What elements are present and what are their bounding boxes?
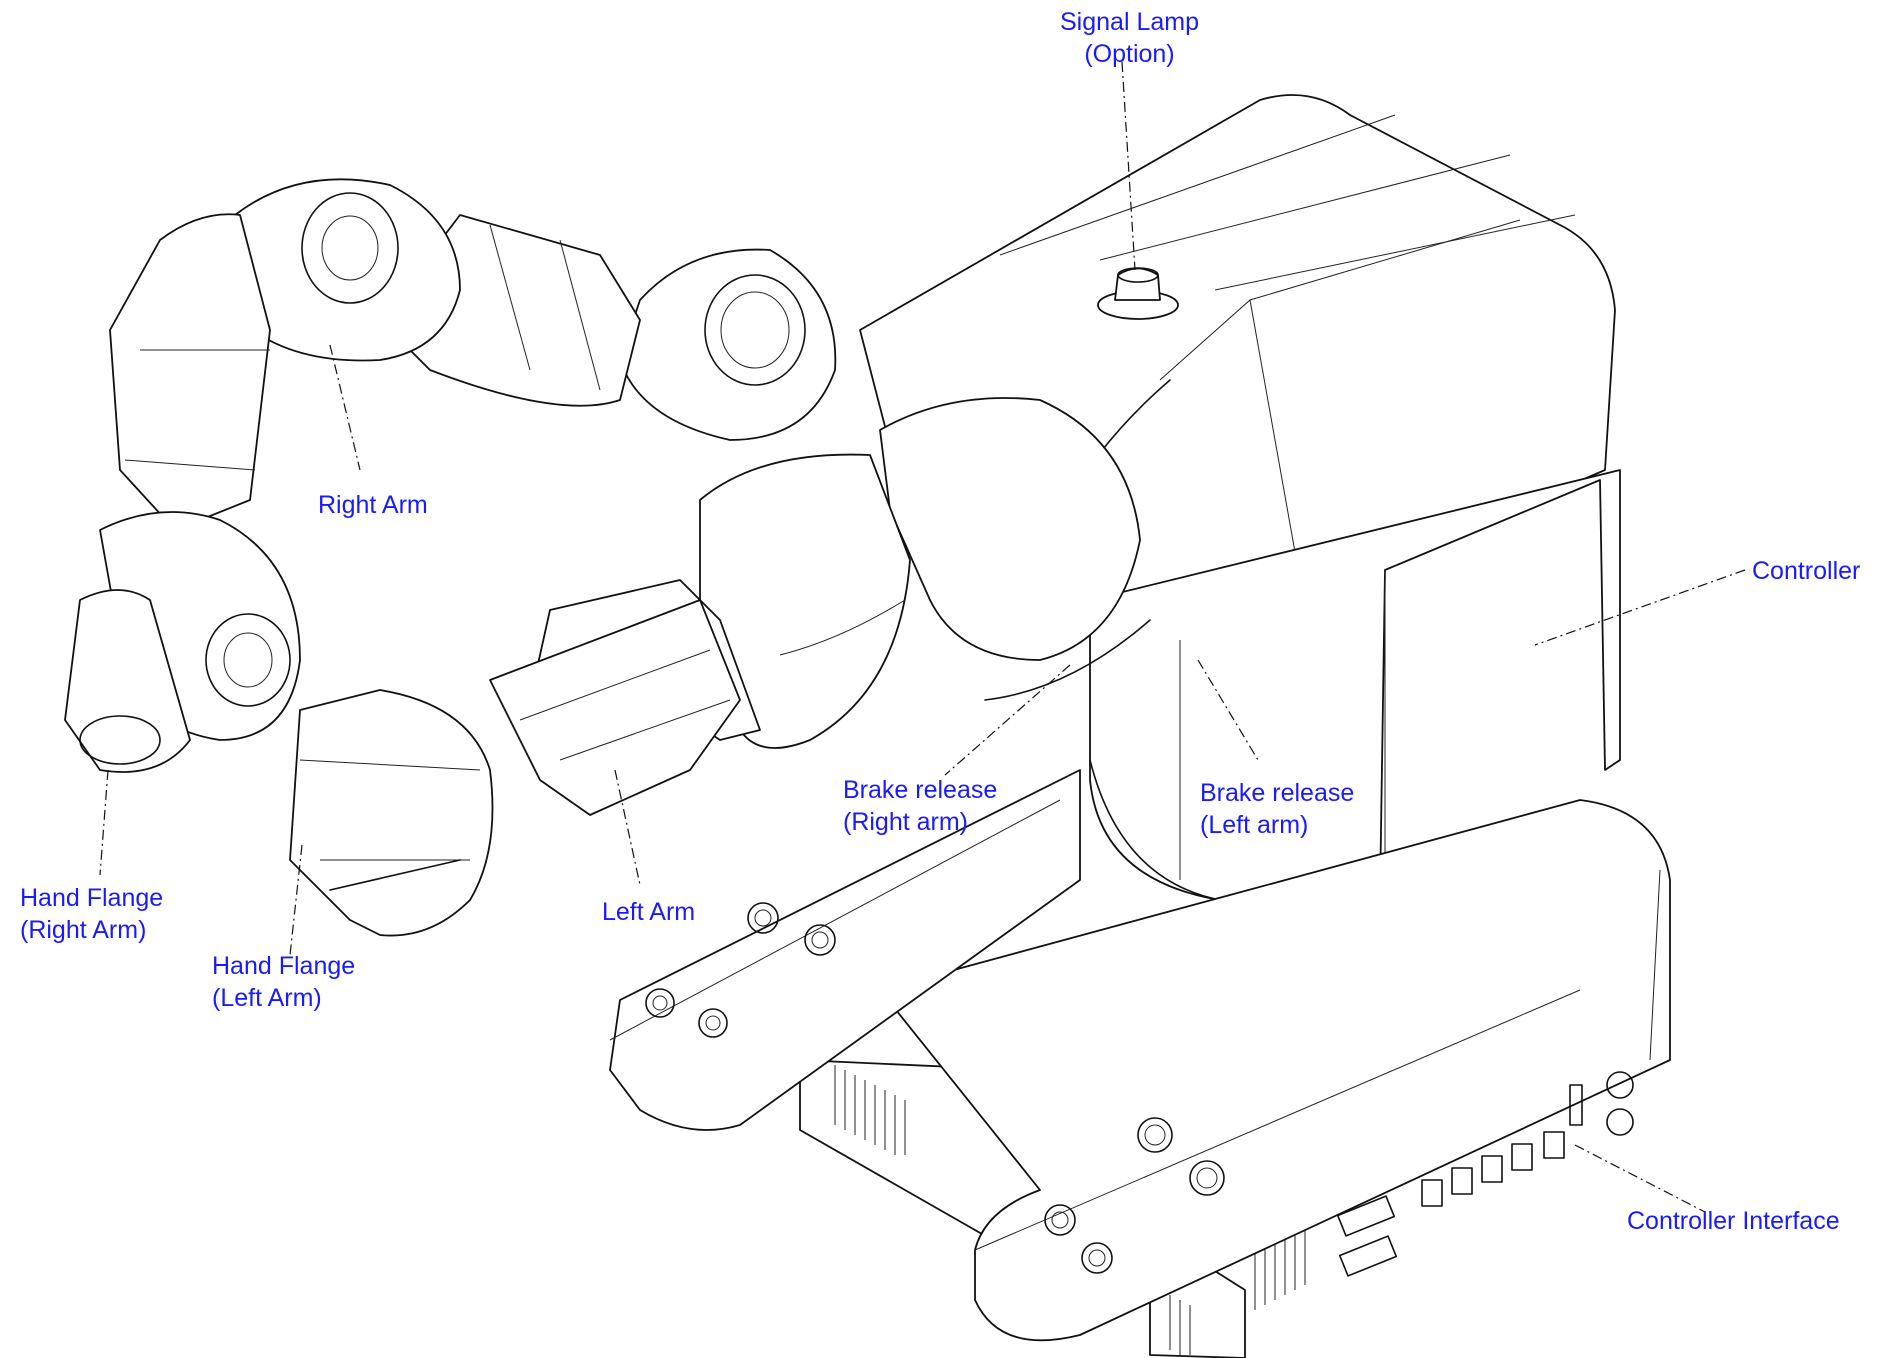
brake-release-left-label: Brake release (Left arm) [1200, 777, 1354, 841]
right-arm-label-line1: Right Arm [318, 491, 428, 519]
base-foot-right [879, 799, 1671, 1342]
hand-flange-left-label: Hand Flange (Left Arm) [212, 950, 355, 1014]
signal-lamp-label-line1: Signal Lamp [1060, 8, 1199, 36]
signal-lamp-label: Signal Lamp (Option) [1060, 6, 1199, 70]
hand-flange-left-label-line1: Hand Flange [212, 952, 356, 980]
brake-release-left-label-line2: (Left arm) [1200, 811, 1309, 839]
right-arm-drawing [64, 178, 837, 773]
controller-label-line1: Controller [1752, 557, 1861, 585]
controller-interface-label: Controller Interface [1627, 1205, 1840, 1237]
brake-release-right-label: Brake release (Right arm) [843, 774, 997, 838]
signal-lamp-label-line2: (Option) [1084, 40, 1175, 68]
leader-lines [99, 61, 1746, 1213]
brake-release-right-label-line1: Brake release [843, 776, 998, 804]
left-arm-label-line1: Left Arm [602, 898, 696, 926]
controller-interface-label-line1: Controller Interface [1627, 1207, 1840, 1235]
signal-lamp [1097, 267, 1179, 320]
hand-flange-right-label-line2: (Right Arm) [20, 916, 147, 944]
base-foot-left [609, 769, 1081, 1131]
hand-flange-right-label-line1: Hand Flange [20, 884, 164, 912]
left-arm-drawing [289, 397, 1151, 937]
controller-interface-panel [1336, 1071, 1634, 1277]
hand-flange-right-label: Hand Flange (Right Arm) [20, 882, 163, 946]
right-arm-label: Right Arm [318, 489, 428, 521]
left-arm-label: Left Arm [602, 896, 695, 928]
brake-release-right-label-line2: (Right arm) [843, 808, 969, 836]
hand-flange-left-label-line2: (Left Arm) [212, 984, 322, 1012]
controller-label: Controller [1752, 555, 1860, 587]
controller-column [1089, 469, 1621, 901]
brake-release-left-label-line1: Brake release [1200, 779, 1355, 807]
